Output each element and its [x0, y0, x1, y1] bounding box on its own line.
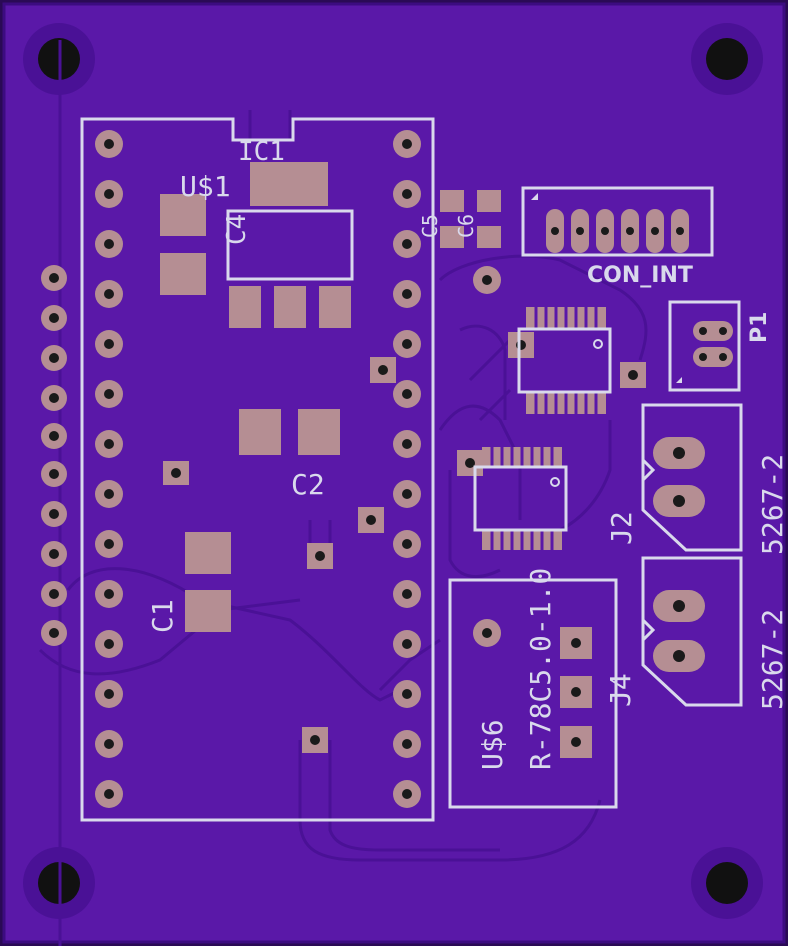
label-c1: C1: [146, 599, 179, 633]
label-c4: C4: [222, 214, 252, 245]
soic-chip-upper: [517, 307, 612, 414]
label-con-int: CON_INT: [587, 263, 693, 288]
c2-component: [239, 409, 340, 455]
con-int-connector: [521, 186, 714, 257]
mounting-holes: [23, 23, 763, 919]
label-j4: J4: [604, 673, 637, 707]
label-c2: C2: [291, 468, 325, 501]
p1-connector: [668, 300, 741, 392]
j2-connector: [641, 403, 743, 552]
label-j2-part: 5267-2: [756, 454, 788, 555]
mounting-hole-icon: [706, 862, 748, 904]
us1-component: [160, 162, 354, 328]
us6-component: [448, 578, 618, 809]
soic-chip-lower: [473, 447, 568, 550]
mounting-hole-icon: [706, 38, 748, 80]
label-ic1: IC1: [238, 137, 285, 167]
left-header-pins: [41, 265, 67, 646]
label-j2: J2: [605, 511, 638, 545]
c5-c6-components: [440, 190, 501, 248]
vias: [163, 266, 646, 753]
label-us6-part: R-78C5.0-1.0: [524, 568, 557, 770]
ic1-left-pins: [95, 130, 123, 808]
ic1-outline: [80, 117, 435, 822]
label-us1: U$1: [180, 170, 231, 203]
label-c5: C5: [418, 214, 442, 238]
label-j4-part: 5267-2: [756, 609, 788, 710]
ic1-right-pins: [393, 130, 421, 808]
label-us6: U$6: [476, 719, 509, 770]
label-c6: C6: [454, 214, 478, 238]
label-p1: P1: [747, 312, 772, 343]
j4-5267-connector: [641, 556, 743, 707]
c1-component: [185, 532, 231, 632]
